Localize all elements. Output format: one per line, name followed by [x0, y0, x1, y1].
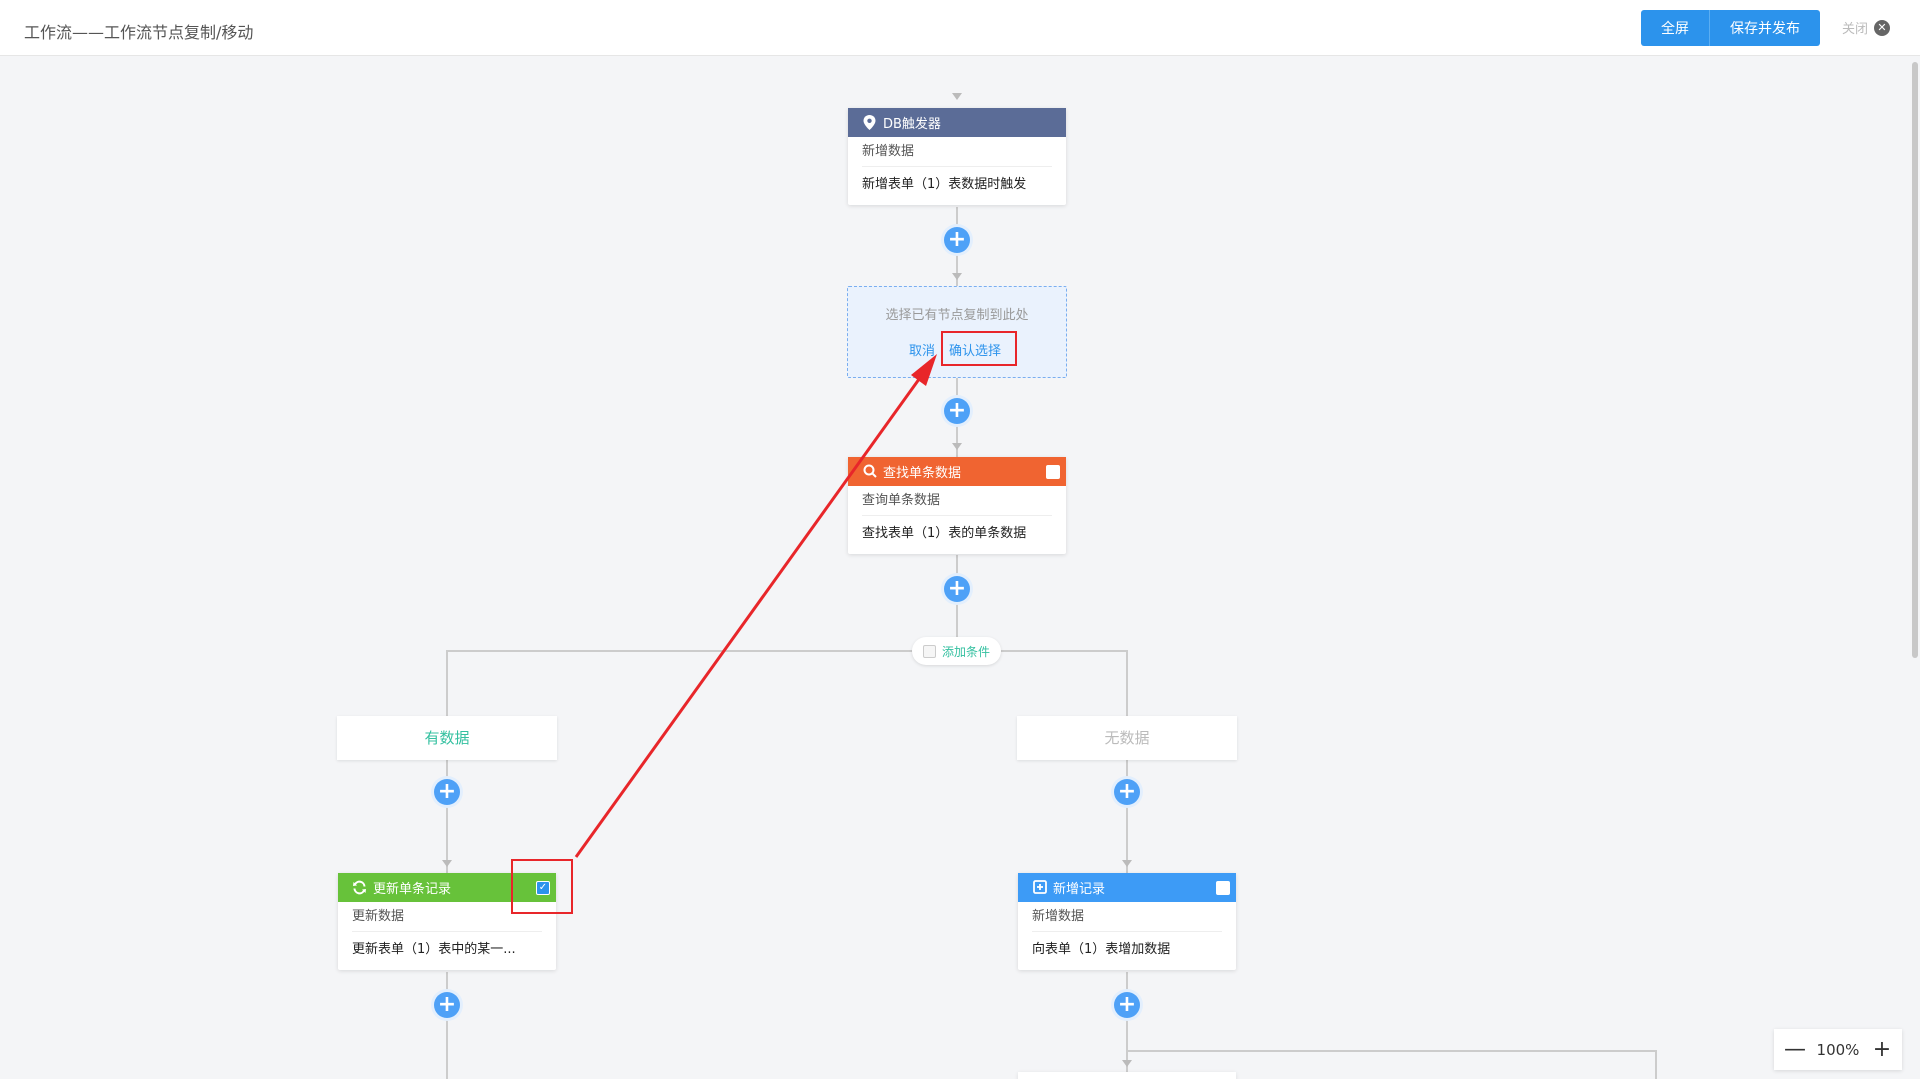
- add-condition-button[interactable]: 添加条件: [912, 637, 1001, 665]
- close-icon: ✕: [1874, 19, 1891, 36]
- node-title: 新增记录: [1053, 882, 1106, 897]
- connector-line: [446, 650, 448, 716]
- node-select-checkbox[interactable]: [1216, 881, 1230, 895]
- connector-line: [956, 555, 958, 651]
- connector-line: [446, 760, 448, 873]
- zoom-level: 100%: [1816, 1040, 1860, 1059]
- connector-line: [1126, 650, 1128, 716]
- location-pin-icon: [862, 115, 877, 130]
- annotation-arrow-head: [911, 354, 937, 386]
- branch-split-line: [1126, 1050, 1657, 1052]
- find-single-node[interactable]: 查找单条数据 查询单条数据 查找表单（1）表的单条数据: [848, 457, 1066, 554]
- node-description: 新增表单（1）表数据时触发: [862, 177, 1027, 192]
- connector-arrow-icon: [1122, 860, 1132, 867]
- branch-label: 有数据: [424, 729, 470, 747]
- branch-has-data[interactable]: 有数据: [337, 716, 557, 760]
- node-description: 向表单（1）表增加数据: [1032, 942, 1171, 957]
- add-node-button[interactable]: +: [1114, 779, 1140, 805]
- branch-no-data[interactable]: 无数据: [1017, 716, 1237, 760]
- header-button-group: 全屏 保存并发布: [1641, 10, 1820, 46]
- add-node-button[interactable]: +: [434, 992, 460, 1018]
- node-header: 新增记录: [1018, 873, 1236, 902]
- top-bar: 工作流——工作流节点复制/移动 全屏 保存并发布 关闭 ✕: [0, 0, 1920, 56]
- close-button[interactable]: 关闭 ✕: [1842, 18, 1891, 37]
- node-subtitle: 新增数据: [862, 137, 1052, 167]
- zoom-in-button[interactable]: +: [1872, 1036, 1892, 1062]
- add-node-button[interactable]: +: [944, 227, 970, 253]
- cancel-link[interactable]: 取消: [909, 344, 936, 359]
- db-trigger-node[interactable]: DB触发器 新增数据 新增表单（1）表数据时触发: [848, 108, 1066, 205]
- add-node-button[interactable]: +: [944, 398, 970, 424]
- connector-line: [1655, 1050, 1657, 1079]
- connector-arrow-icon: [952, 273, 962, 280]
- refresh-icon: [352, 880, 367, 895]
- fullscreen-button[interactable]: 全屏: [1641, 10, 1709, 46]
- add-node-button[interactable]: +: [1114, 992, 1140, 1018]
- node-header: 查找单条数据: [848, 457, 1066, 486]
- connector-arrow-icon: [1122, 1060, 1132, 1067]
- confirm-select-link[interactable]: 确认选择: [949, 344, 1002, 359]
- condition-checkbox: [922, 644, 936, 658]
- node-subtitle: 更新数据: [352, 902, 542, 932]
- node-select-checkbox-checked[interactable]: ✓: [536, 881, 550, 895]
- add-node-button[interactable]: +: [434, 779, 460, 805]
- annotation-highlight-confirm: [941, 331, 1017, 366]
- zoom-out-button[interactable]: —: [1784, 1036, 1806, 1062]
- add-record-node[interactable]: 新增记录 新增数据 向表单（1）表增加数据: [1018, 873, 1236, 970]
- next-node-partial[interactable]: [1018, 1072, 1236, 1079]
- add-node-button[interactable]: +: [944, 576, 970, 602]
- annotation-highlight-checkbox: [511, 859, 573, 914]
- node-select-checkbox[interactable]: [1046, 465, 1060, 479]
- node-header: DB触发器: [848, 108, 1066, 137]
- connector-line: [1126, 972, 1128, 1072]
- branch-split-line: [446, 650, 1128, 652]
- node-description: 更新表单（1）表中的某一...: [352, 942, 516, 957]
- node-description: 查找表单（1）表的单条数据: [862, 526, 1027, 541]
- node-title: 更新单条记录: [373, 882, 452, 897]
- save-publish-button[interactable]: 保存并发布: [1709, 10, 1820, 46]
- zoom-control: — 100% +: [1774, 1029, 1902, 1070]
- node-subtitle: 新增数据: [1032, 902, 1222, 932]
- node-header: 更新单条记录 ✓: [338, 873, 556, 902]
- branch-label: 无数据: [1104, 729, 1150, 747]
- node-title: 查找单条数据: [883, 466, 962, 481]
- annotation-arrow-line: [574, 374, 924, 858]
- connector-arrow-icon: [442, 860, 452, 867]
- add-record-icon: [1032, 880, 1047, 895]
- search-icon: [862, 464, 877, 479]
- connector-arrow-icon: [952, 443, 962, 450]
- connector-line: [1126, 760, 1128, 873]
- add-condition-label: 添加条件: [941, 644, 990, 659]
- vertical-scrollbar[interactable]: [1912, 62, 1918, 658]
- flow-start-arrow-icon: [952, 93, 962, 100]
- page-title: 工作流——工作流节点复制/移动: [24, 23, 254, 42]
- paste-hint: 选择已有节点复制到此处: [885, 308, 1029, 323]
- connector-line: [446, 972, 448, 1079]
- update-single-node[interactable]: 更新单条记录 ✓ 更新数据 更新表单（1）表中的某一...: [338, 873, 556, 970]
- node-title: DB触发器: [883, 117, 941, 132]
- node-subtitle: 查询单条数据: [862, 486, 1052, 516]
- close-label: 关闭: [1842, 22, 1869, 37]
